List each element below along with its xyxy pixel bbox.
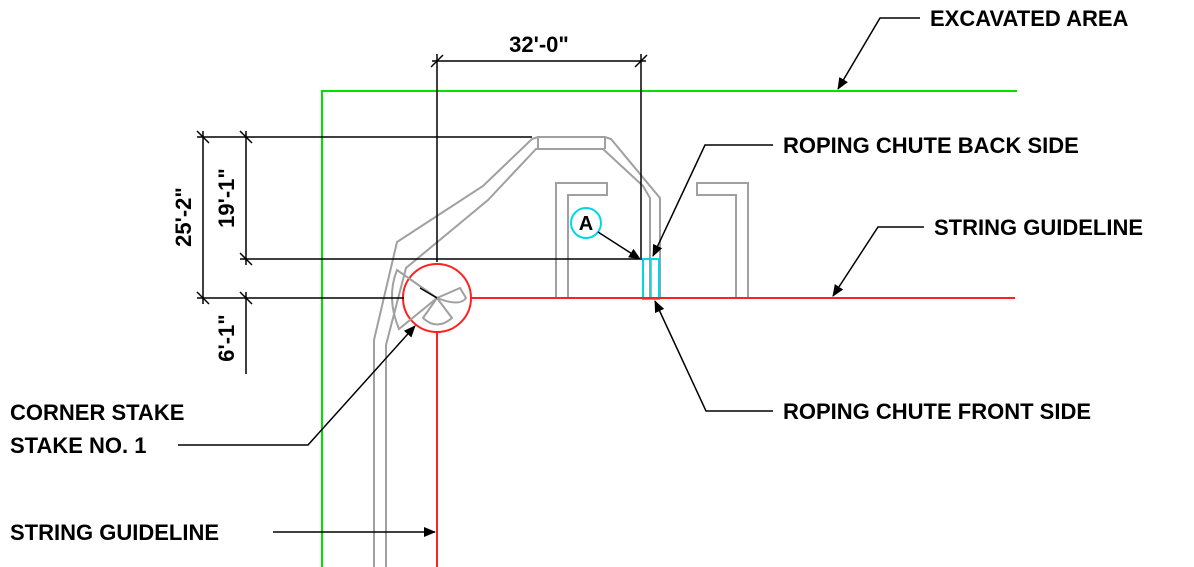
dim-upper-tick-top xyxy=(239,130,253,144)
label-string-guideline-right: STRING GUIDELINE xyxy=(934,215,1143,240)
leader-roping-chute-back xyxy=(652,144,773,257)
leader-string-guideline-right xyxy=(832,226,924,297)
label-roping-chute-front: ROPING CHUTE FRONT SIDE xyxy=(783,399,1091,424)
dim-upper-tick-bottom xyxy=(239,252,253,266)
arena-outline xyxy=(373,136,661,567)
dim-lower-tick xyxy=(239,291,253,305)
label-corner-stake-line2: STAKE NO. 1 xyxy=(10,433,147,458)
leader-roping-chute-front xyxy=(654,300,773,412)
label-corner-stake-line1: CORNER STAKE xyxy=(10,400,184,425)
dim-lower-label: 6'-1" xyxy=(214,314,239,361)
dim-overall-tick-bottom xyxy=(196,291,210,305)
leader-corner-stake xyxy=(178,325,416,446)
excavated-area-boundary xyxy=(321,90,1017,567)
label-string-guideline-bottom: STRING GUIDELINE xyxy=(10,520,219,545)
corner-stake-tick xyxy=(419,287,438,299)
corner-stake-fan-right xyxy=(434,286,468,304)
dim-width-tick-right xyxy=(634,54,648,68)
marker-a-leader xyxy=(597,231,641,260)
dim-width-label: 32'-0" xyxy=(509,32,569,57)
corner-stake-fan-bottom xyxy=(421,296,454,326)
label-roping-chute-back: ROPING CHUTE BACK SIDE xyxy=(783,133,1079,158)
dim-overall-tick-top xyxy=(196,130,210,144)
marker-a-label: A xyxy=(579,213,593,235)
dim-width-tick-left xyxy=(430,54,444,68)
arena-outline-inner xyxy=(385,148,651,567)
label-excavated-area: EXCAVATED AREA xyxy=(930,6,1129,31)
pen-left xyxy=(555,182,608,298)
dim-upper-label: 19'-1" xyxy=(214,168,239,228)
dim-overall-label: 25'-2" xyxy=(171,187,196,247)
pen-right xyxy=(696,182,749,299)
marker-a-circle xyxy=(570,207,602,239)
leader-excavated-area xyxy=(837,17,920,90)
